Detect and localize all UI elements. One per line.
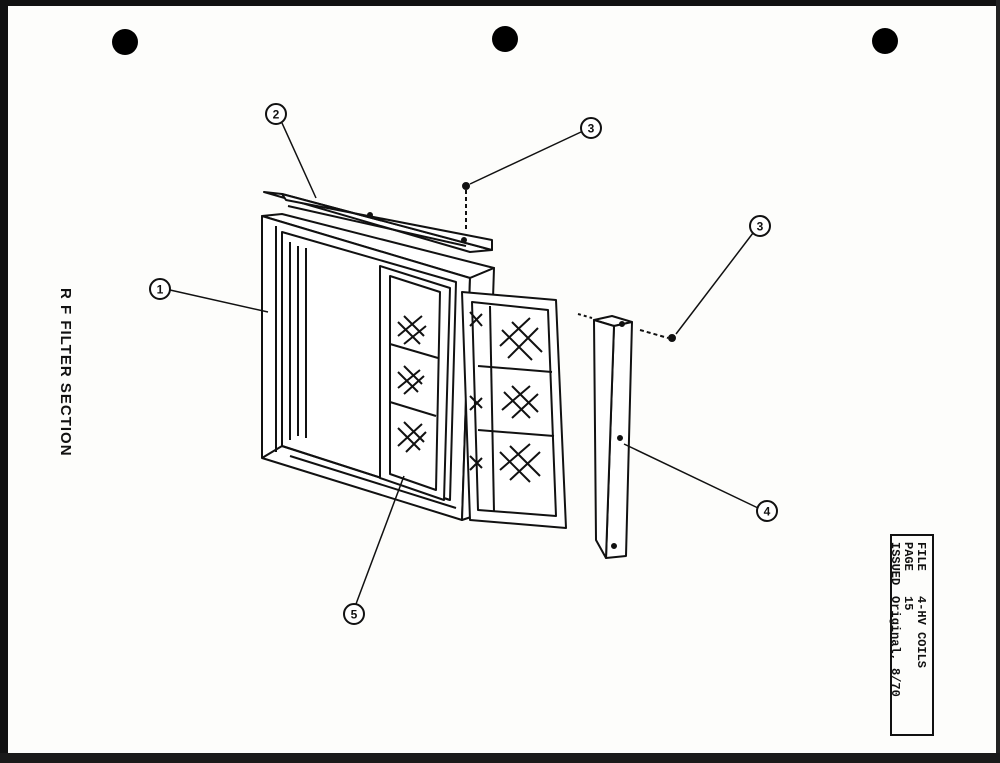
- main-frame-part: [261, 213, 495, 521]
- callout-5: 5: [343, 603, 365, 625]
- callout-3-top: 3: [580, 117, 602, 139]
- page-value: 15: [901, 596, 915, 611]
- top-channel-part: [263, 191, 493, 253]
- page-label: PAGE: [901, 542, 915, 571]
- callout-leaders: [169, 122, 759, 605]
- issued-row: ISSUED Original, 8/70: [888, 542, 902, 697]
- callout-3-side: 3: [749, 215, 771, 237]
- file-info-box: FILE 4-HV COILS PAGE 15 ISSUED Original, 8/…: [888, 534, 934, 736]
- file-row: FILE 4-HV COILS: [914, 542, 928, 668]
- callout-2-label: 2: [273, 108, 280, 122]
- file-label: FILE: [914, 542, 928, 571]
- front-filter-panel-part: [461, 291, 567, 529]
- callout-4-label: 4: [764, 505, 771, 519]
- scan-edge-bottom: [0, 753, 1000, 763]
- callout-5-label: 5: [351, 608, 358, 622]
- punch-hole-left: [112, 29, 138, 55]
- punch-hole-center: [492, 26, 518, 52]
- callout-3-top-label: 3: [588, 122, 595, 136]
- callout-1: 1: [149, 278, 171, 300]
- screw-top-part: [462, 182, 470, 232]
- callout-1-label: 1: [157, 283, 164, 297]
- scan-edge-top: [0, 0, 1000, 6]
- scan-edge-left: [0, 0, 8, 763]
- scan-edge-right: [996, 0, 1000, 763]
- callout-4: 4: [756, 500, 778, 522]
- punch-hole-right: [872, 28, 898, 54]
- callout-3-side-label: 3: [757, 220, 764, 234]
- page-row: PAGE 15: [901, 542, 915, 610]
- issued-value: Original, 8/70: [888, 596, 902, 697]
- callout-2: 2: [265, 103, 287, 125]
- side-channel-part: [577, 313, 633, 559]
- callout-bubbles: 1 2 3 3 4 5: [149, 103, 778, 625]
- screw-side-part: [639, 329, 676, 342]
- inner-filter-part: [379, 265, 451, 501]
- issued-label: ISSUED: [888, 542, 902, 586]
- file-value: 4-HV COILS: [914, 596, 928, 669]
